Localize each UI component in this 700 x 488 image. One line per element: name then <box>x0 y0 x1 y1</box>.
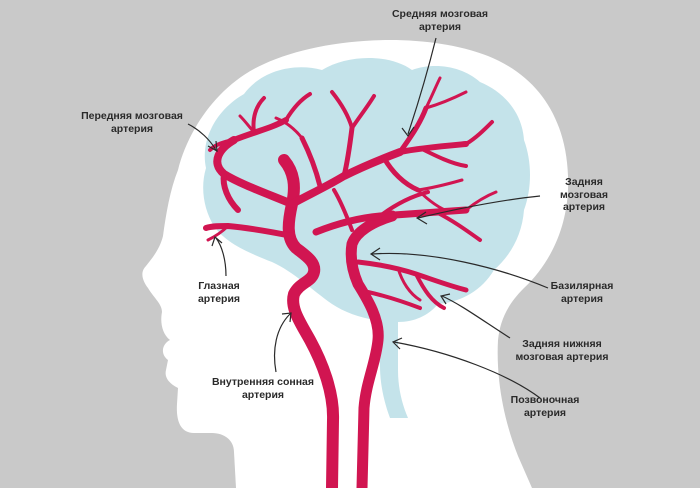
label-ophthalmic-artery: Глазная артерия <box>197 280 241 305</box>
artery-network <box>203 76 498 488</box>
label-anterior-cerebral-artery: Передняя мозговая артерия <box>81 110 183 135</box>
arrow-internal-carotid <box>273 313 291 373</box>
arrow-ophthalmic <box>215 237 227 277</box>
arrow-basilar <box>371 252 549 289</box>
label-internal-carotid-artery: Внутренняя сонная артерия <box>211 376 315 401</box>
arrow-posterior-cerebral <box>417 195 541 219</box>
vertebral-artery <box>345 210 398 488</box>
arrow-posterior-inferior <box>441 295 511 339</box>
arrow-vertebral <box>393 341 541 399</box>
arrow-anterior-cerebral <box>187 123 217 151</box>
arrow-middle-cerebral <box>407 37 437 135</box>
label-middle-cerebral-artery: Средняя мозговая артерия <box>391 8 489 33</box>
label-vertebral-artery: Позвоночная артерия <box>510 394 580 419</box>
leader-arrows <box>187 37 549 399</box>
label-posterior-cerebral-artery: Задняя мозговая артерия <box>559 176 609 213</box>
label-basilar-artery: Базилярная артерия <box>550 280 614 305</box>
label-posterior-inferior-cerebral-artery: Задняя нижняя мозговая артерия <box>515 338 609 363</box>
